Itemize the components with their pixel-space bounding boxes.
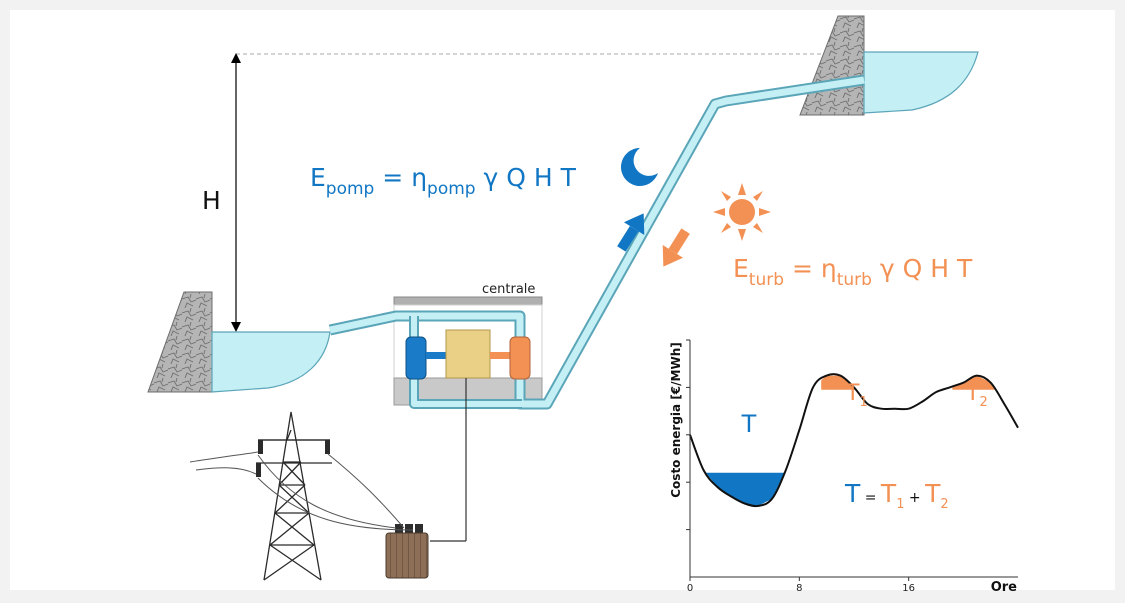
x-axis-ticks: 0 8 16 (687, 577, 915, 594)
turbine-equation: Eturb = ηturb γ Q H T (733, 254, 973, 290)
arrow-down-icon (662, 228, 690, 267)
upper-reservoir (863, 51, 979, 114)
plant-roof (393, 296, 543, 306)
transformer-icon (385, 524, 429, 579)
x-axis-label: Ore (991, 580, 1017, 595)
lower-reservoir (211, 331, 331, 393)
moon-icon (620, 147, 658, 186)
annotation-T: T (741, 410, 757, 438)
price-curve (689, 373, 1019, 508)
chart-plot-area (690, 340, 1018, 577)
head-arrow-top (231, 53, 241, 63)
turbine-shaft (490, 352, 510, 359)
arrow-up-icon (617, 213, 645, 252)
head-arrow-bottom (231, 322, 241, 332)
power-lines (189, 451, 414, 531)
pump-equation: Epomp = ηpomp γ Q H T (310, 163, 577, 199)
energy-price-chart: 0 8 16 Costo energia [€/MWh] Ore T T1 T2 T… (669, 339, 1019, 595)
transmission-tower-icon (256, 411, 332, 581)
annotation-T2: T2 (965, 381, 988, 410)
y-axis-ticks (686, 339, 690, 531)
x-tick-label: 8 (796, 583, 802, 594)
sun-icon (713, 183, 771, 241)
chart-formula: T = T1 + T2 (844, 479, 949, 512)
generation-peak-2-area (952, 375, 1018, 390)
y-axis-label: Costo energia [€/MWh] (669, 342, 683, 498)
tower-insulators (256, 440, 330, 477)
turbine-unit (509, 336, 531, 380)
pump-unit (405, 336, 427, 380)
head-label: H (202, 186, 221, 215)
pumping-window-area (705, 472, 790, 506)
pump-shaft (426, 352, 446, 359)
motor-generator (445, 329, 491, 379)
plant-label: centrale (482, 282, 535, 297)
x-tick-label: 0 (687, 583, 693, 594)
x-tick-label: 16 (902, 583, 915, 594)
penstock (329, 76, 865, 408)
annotation-T1: T1 (845, 381, 868, 410)
generation-peak-1-area (821, 375, 876, 390)
